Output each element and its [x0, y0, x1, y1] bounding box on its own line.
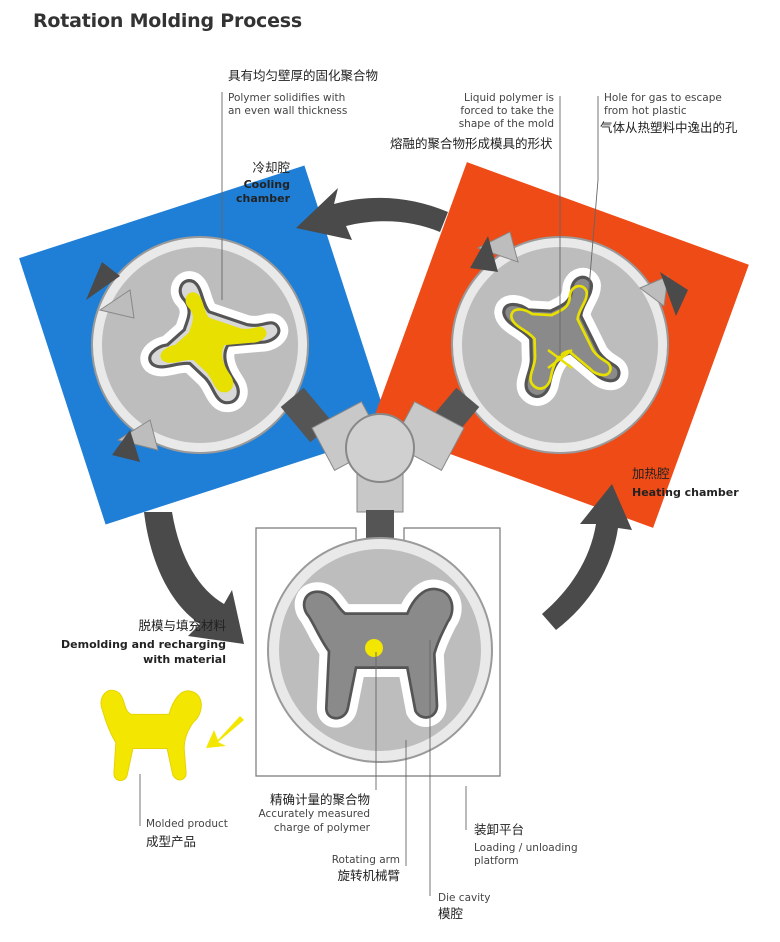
page-title: Rotation Molding Process: [33, 10, 303, 32]
polymer-solidifies-label-en1: Polymer solidifies with: [228, 92, 346, 104]
liquid-polymer-label-en2: forced to take the: [460, 105, 554, 117]
cooling-chamber-label-en2: chamber: [236, 192, 290, 205]
charge-label-en2: charge of polymer: [273, 822, 370, 834]
process-arrows: [144, 188, 632, 748]
demolding-label-zh: 脱模与填充材料: [138, 618, 226, 633]
loading-platform-label-en1: Loading / unloading: [474, 842, 578, 854]
charge-label-en1: Accurately measured: [258, 808, 370, 820]
demolding-label-en1: Demolding and recharging: [61, 638, 226, 651]
rotating-arm-label-en: Rotating arm: [331, 854, 400, 866]
molded-product-label-en: Molded product: [146, 818, 228, 830]
heating-chamber-label-en: Heating chamber: [632, 486, 739, 499]
polymer-solidifies-label-en2: an even wall thickness: [228, 105, 348, 117]
polymer-charge: [365, 639, 383, 657]
hole-gas-label-zh: 气体从热塑料中逸出的孔: [600, 120, 738, 135]
hole-gas-label-en1: Hole for gas to escape: [604, 92, 722, 104]
loading-platform-label-en2: platform: [474, 855, 519, 867]
rotating-arm: [280, 387, 480, 554]
hole-gas-label-en2: from hot plastic: [604, 105, 687, 117]
loading-platform: [255, 527, 501, 777]
cooling-chamber-label-zh: 冷却腔: [252, 160, 290, 175]
loading-platform-label-zh: 装卸平台: [474, 822, 525, 837]
charge-label-zh: 精确计量的聚合物: [269, 792, 370, 807]
demolding-label-en2: with material: [143, 653, 226, 666]
leader-lines: [139, 92, 599, 896]
liquid-polymer-label-zh: 熔融的聚合物形成模具的形状: [390, 136, 553, 151]
die-cavity-label-en: Die cavity: [438, 892, 491, 904]
polymer-solidifies-label-zh: 具有均匀壁厚的固化聚合物: [228, 68, 379, 83]
molded-product-label-zh: 成型产品: [146, 834, 197, 849]
cooling-chamber-label-en1: Cooling: [243, 178, 290, 191]
die-cavity-label-zh: 模腔: [438, 906, 464, 921]
heating-chamber-label-zh: 加热腔: [632, 466, 670, 481]
liquid-polymer-label-en1: Liquid polymer is: [464, 92, 554, 104]
cooling-mold: [86, 236, 309, 462]
liquid-polymer-label-en3: shape of the mold: [458, 118, 554, 130]
rotating-arm-label-zh: 旋转机械臂: [337, 868, 400, 883]
molded-product: [100, 689, 202, 782]
